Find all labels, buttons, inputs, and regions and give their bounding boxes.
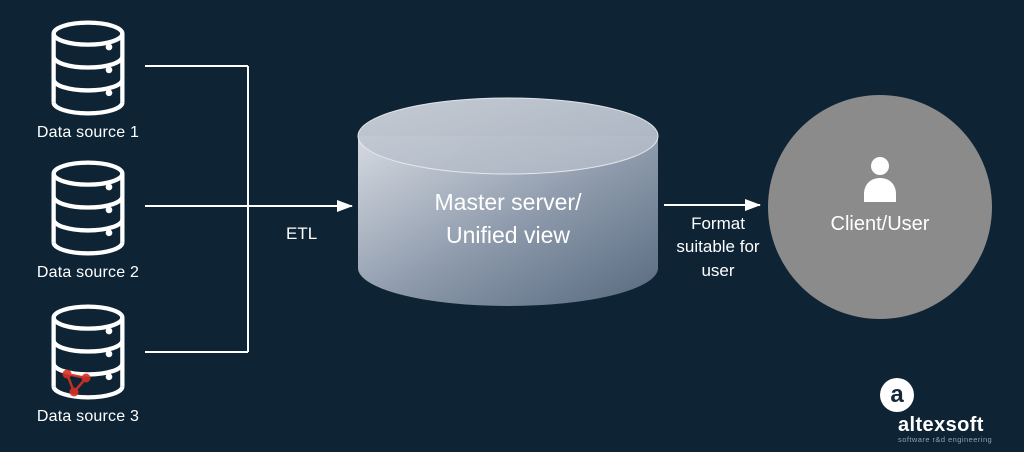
client-user-label: Client/User [830,213,930,235]
altexsoft-logo-tagline: software r&d engineering [898,435,993,444]
altexsoft-logo-name: altexsoft [898,414,984,436]
format-label: Format suitable for user [676,214,760,280]
database-icon [51,20,125,116]
data-source-1-label: Data source 1 [36,124,140,141]
data-source-2: Data source 2 [18,160,158,282]
master-server-cylinder [357,97,659,306]
person-icon [768,155,992,203]
data-source-1: Data source 1 [18,20,158,142]
master-server-label: Master server/ Unified view [356,186,660,253]
client-user-node: Client/User [768,95,992,319]
master-server-label-line1: Master server/ [434,189,582,215]
altexsoft-logo-mark-icon: a [880,378,914,412]
data-source-2-label: Data source 2 [36,264,140,281]
network-watermark-icon [62,369,91,397]
data-source-3-label: Data source 3 [36,408,140,425]
master-server-label-line2: Unified view [446,222,570,249]
etl-label: ETL [286,224,318,243]
altexsoft-logo: a altexsoft software r&d engineering [872,378,1008,444]
database-icon [51,160,125,256]
